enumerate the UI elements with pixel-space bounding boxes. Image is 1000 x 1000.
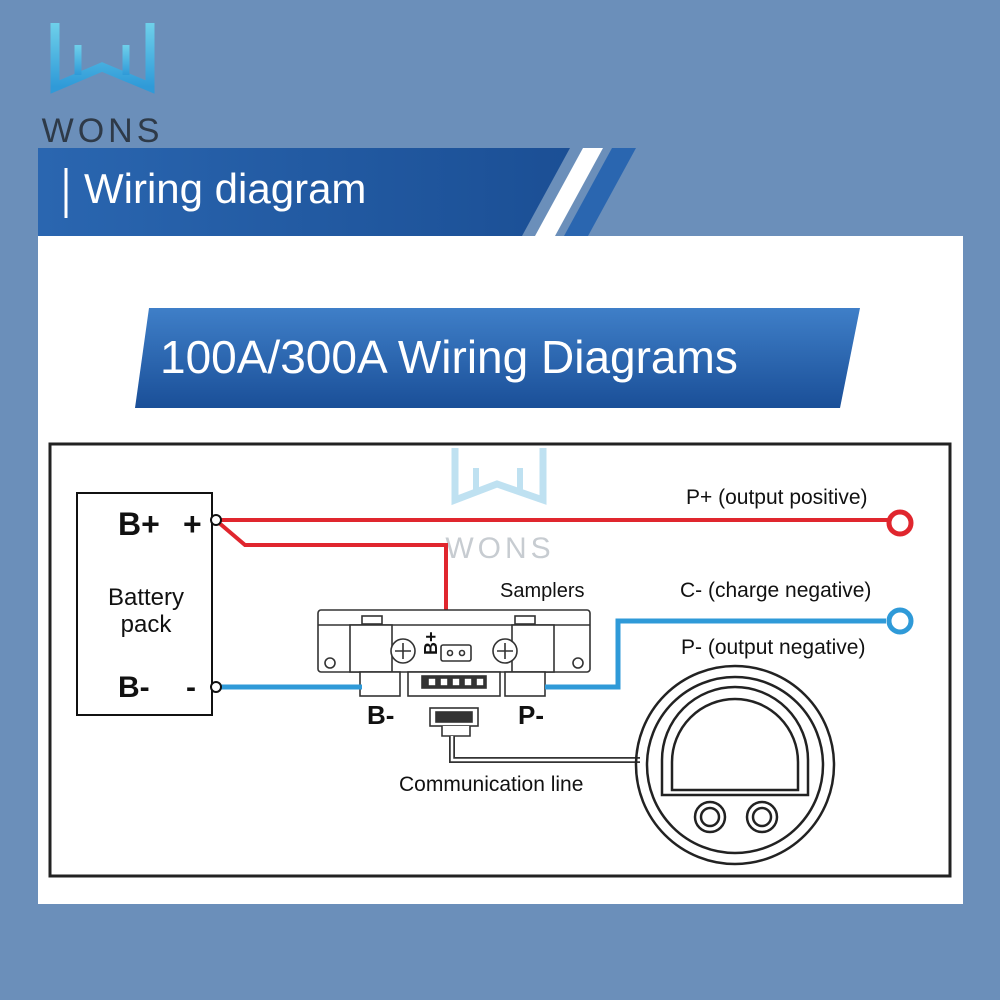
communication-cable	[449, 736, 640, 763]
header-banner	[38, 148, 638, 236]
sampler-bminus-label: B-	[367, 700, 395, 730]
battery-plus-terminal	[210, 514, 222, 526]
sampler-bplus-label: B+	[421, 631, 441, 655]
diagram-frame	[48, 442, 952, 878]
battery-name-line2: pack	[121, 611, 173, 638]
page-title: Wiring diagram	[84, 165, 367, 212]
battery-name-line1: Battery	[108, 584, 184, 611]
sampler-pminus-label: P-	[518, 700, 544, 730]
battery-plus-sign: +	[183, 506, 202, 542]
battery-minus-sign: -	[186, 671, 196, 704]
battery-minus-terminal	[210, 681, 222, 693]
diagram-heading: 100A/300A Wiring Diagrams	[160, 331, 738, 383]
p-plus-label: P+ (output positive)	[686, 486, 868, 509]
c-minus-label: C- (charge negative)	[680, 579, 872, 602]
sampler-module	[317, 609, 591, 737]
display-meter-icon	[634, 664, 836, 866]
watermark-text: WONS	[445, 532, 554, 565]
battery-bminus-label: B-	[118, 671, 150, 704]
p-minus-label: P- (output negative)	[681, 636, 866, 659]
battery-pack-box	[76, 492, 213, 716]
logo-mark-icon	[50, 23, 155, 94]
c-minus-ring-terminal	[886, 607, 914, 635]
watermark-logo-icon: WONS	[445, 448, 554, 565]
logo-text: WONS	[41, 112, 164, 150]
battery-bplus-label: B+	[118, 506, 160, 542]
positive-wire	[216, 518, 888, 650]
negative-wire	[218, 618, 886, 690]
samplers-label: Samplers	[500, 580, 585, 602]
subheader-banner	[135, 308, 865, 408]
communication-line-label: Communication line	[399, 773, 584, 796]
p-plus-ring-terminal	[886, 509, 914, 537]
brand-logo: WONS	[20, 15, 190, 150]
